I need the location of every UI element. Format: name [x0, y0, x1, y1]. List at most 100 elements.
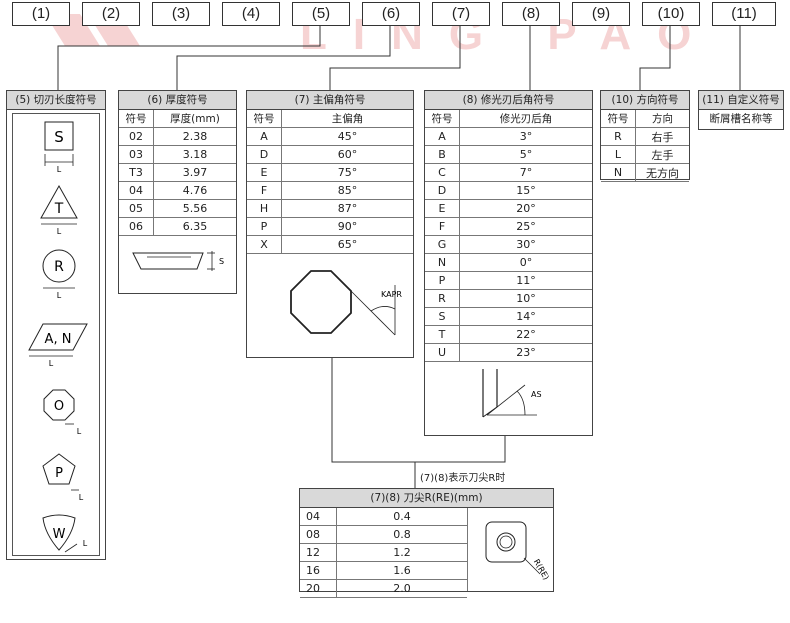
header-cell: 主偏角	[281, 110, 413, 128]
code-cell: B	[425, 145, 460, 164]
value-cell: 75°	[281, 163, 413, 182]
value-cell: 90°	[281, 217, 413, 236]
value-cell: 3°	[459, 127, 592, 146]
value-cell: 3.97	[153, 163, 236, 182]
panel5-title: (5) 切刃长度符号	[7, 91, 105, 110]
dim-label-l: L	[83, 539, 88, 548]
as-label: AS	[531, 390, 542, 399]
value-cell: 7°	[459, 163, 592, 182]
header-code-1: (1)	[12, 2, 70, 26]
code-cell: 06	[119, 217, 154, 236]
dim-label-l: L	[79, 493, 84, 502]
code-cell: D	[425, 181, 460, 200]
table-header-row: 符号 厚度(mm)	[119, 110, 236, 128]
value-cell: 1.6	[336, 561, 467, 580]
corner-radius-diagram: R(RE)	[485, 521, 551, 581]
shape-label-r: R	[54, 259, 64, 275]
value-cell: 60°	[281, 145, 413, 164]
header-code-2: (2)	[82, 2, 140, 26]
panel78-title: (7)(8) 刀尖R(RE)(mm)	[300, 489, 553, 508]
shape-label-t: T	[54, 201, 64, 217]
value-cell: 65°	[281, 235, 413, 254]
code-cell: 08	[300, 525, 337, 544]
header-cell: 修光刃后角	[459, 110, 592, 128]
code-cell: L	[601, 145, 636, 164]
value-cell: 87°	[281, 199, 413, 218]
code-cell: 02	[119, 127, 154, 146]
header-cell: 符号	[119, 110, 154, 128]
code-cell: P	[247, 217, 282, 236]
header-code-4: (4)	[222, 2, 280, 26]
panel11-title: (11) 自定义符号	[699, 91, 783, 110]
value-cell: 5°	[459, 145, 592, 164]
shape-label-s: S	[54, 128, 64, 146]
header-cell: 厚度(mm)	[153, 110, 236, 128]
code-cell: R	[601, 127, 636, 146]
value-cell: 30°	[459, 235, 592, 254]
shape-label-o: O	[54, 399, 64, 414]
table-header-row: 符号 主偏角	[247, 110, 413, 128]
table-header-row: 符号 方向	[601, 110, 689, 128]
code-cell: F	[425, 217, 460, 236]
circle-shape-icon	[42, 249, 76, 289]
code-cell: N	[425, 253, 460, 272]
dim-label-l: L	[57, 227, 62, 236]
value-cell: 45°	[281, 127, 413, 146]
header-cell: 符号	[601, 110, 636, 128]
dim-label-l: L	[57, 291, 62, 300]
code-cell: 03	[119, 145, 154, 164]
code-cell: C	[425, 163, 460, 182]
value-cell: 11°	[459, 271, 592, 290]
code-cell: 20	[300, 579, 337, 598]
code-cell: E	[425, 199, 460, 218]
value-cell: 23°	[459, 343, 592, 362]
header-cell: 符号	[247, 110, 282, 128]
thickness-dim-label: S	[219, 257, 224, 266]
panel-cutting-edge-length: (5) 切刃长度符号 S L T L R	[6, 90, 106, 560]
code-cell: 05	[119, 199, 154, 218]
shape-label-a-n: A, N	[45, 332, 72, 347]
code-cell: A	[247, 127, 282, 146]
pentagon-shape-icon	[42, 453, 79, 491]
header-code-10: (10)	[642, 2, 700, 26]
code-cell: S	[425, 307, 460, 326]
insert-shapes-diagram: S L T L R L A, N L	[28, 121, 88, 553]
code-cell: X	[247, 235, 282, 254]
panel6-title: (6) 厚度符号	[119, 91, 236, 110]
code-cell: 04	[300, 508, 337, 526]
custom-symbol-text: 断屑槽名称等	[709, 113, 773, 125]
kapr-label: KAPR	[381, 290, 402, 299]
value-cell: 2.0	[336, 579, 467, 598]
code-cell: A	[425, 127, 460, 146]
code-cell: T	[425, 325, 460, 344]
value-cell: 4.76	[153, 181, 236, 200]
code-cell: 12	[300, 543, 337, 562]
value-cell: 右手	[635, 127, 689, 146]
